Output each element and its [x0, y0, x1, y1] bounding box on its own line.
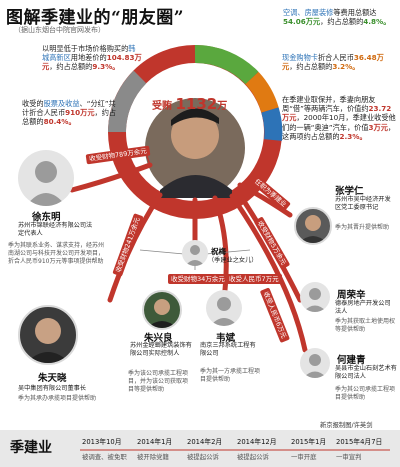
avatar-zhu-mei — [182, 240, 208, 266]
page-title: 图解季建业的“朋友圈” — [6, 8, 185, 28]
timeline-item: 2015年1月 一审开庭 — [291, 438, 327, 461]
note-land: 以明显低于市场价格购买的韩城高新区用地差价的104.83万元，约占总额的9.3%… — [42, 44, 142, 72]
note-car: 在季建业取保并，季妻向朋友周“借”等两辆汽车，价值约23.72万元，2000年1… — [282, 95, 396, 141]
timeline-item: 2015年4月7日 一审宣判 — [336, 438, 383, 461]
donut-ac-segment — [194, 44, 259, 85]
person-name-zhu-xingliang: 朱兴良 — [144, 333, 173, 344]
person-name-zhu-tianxiao: 朱天晓 — [38, 373, 67, 384]
timeline-item: 2014年2月 被提起公诉 — [187, 438, 223, 461]
avatar-zhang — [294, 207, 332, 245]
timeline-item: 2014年1月 被开除党籍 — [137, 438, 173, 461]
arrow-label-wei: 收受人民币7万元 — [226, 274, 282, 284]
person-name-zhang: 张学仁 — [335, 186, 364, 197]
person-role-xu: 苏州市锦联经济有限公司法定代表人 — [18, 222, 93, 237]
donut-land-segment — [108, 70, 147, 133]
avatar-zhou — [300, 282, 330, 312]
person-name-zhou: 周荣辛 — [337, 290, 366, 301]
timeline-item: 2014年12月 被提起公诉 — [237, 438, 277, 461]
timeline-name: 季建业 — [10, 440, 52, 456]
arrow-label-zhu-mei: 收受财物34万余元 — [168, 274, 228, 284]
avatar-wei — [206, 290, 242, 326]
avatar-zhu-xingliang — [142, 290, 182, 330]
person-desc-he: 季为其公司承揽工程项目提供帮助 — [335, 386, 396, 402]
person-role-he: 吴县市金山石刻艺术有限公司法人 — [335, 365, 397, 380]
note-cash: 现金购物卡折合人民币36.48万元，约占总额的3.2%。 — [282, 53, 384, 72]
person-role-zhang: 苏州市吴中经济开发区党工委原书记 — [335, 196, 391, 211]
person-desc-xu: 季为其联系业务、谋求支持，经苏州南湖公司与科技开发公司开发项目，折合人民币910… — [8, 242, 105, 266]
arrow-zhang — [237, 182, 293, 218]
person-role-zhu-mei: （季建业之女儿） — [208, 257, 258, 264]
person-name-wei: 韦斌 — [216, 333, 236, 344]
donut-car-segment — [261, 107, 283, 141]
person-role-zhu-tianxiao: 吴中集团有限公司董事长 — [18, 385, 87, 392]
relationship-diagram — [69, 44, 308, 353]
person-desc-zhou: 季为其获取土地使用权等提供帮助 — [335, 318, 396, 334]
center-bribe-total: 受贿 1132万 — [152, 95, 228, 113]
person-role-zhu-xingliang: 苏州金螳螂建筑装饰有限公司实际控制人 — [130, 342, 192, 357]
person-name-zhu-mei: 祝梅 — [211, 247, 226, 256]
person-name-he: 何建青 — [337, 355, 366, 366]
arrow-xu — [69, 162, 153, 193]
arrow-zhu-xl — [107, 192, 163, 303]
timeline-axis — [80, 449, 390, 451]
person-name-xu: 徐东明 — [32, 212, 61, 223]
note-gift: 收受的股票及收益、“分红”共计折合人民币910万元，约占总额的80.4%。 — [22, 99, 117, 127]
credit-line: 新京报制图/许英剑 — [320, 422, 373, 429]
avatar-zhu-tianxiao — [18, 305, 78, 365]
note-ac: 空调、房屋装修等费用总额达54.06万元，约占总额的4.8%。 — [283, 8, 391, 27]
person-desc-zhang: 季为其晋升提供帮助 — [335, 224, 390, 231]
person-desc-zhu-xingliang: 季为该公司承揽工程项目，并为该公司获取项目等提供帮助 — [128, 370, 189, 394]
person-role-zhou: 德泰房地产开发公司法人 — [335, 300, 391, 315]
timeline-band — [0, 430, 400, 467]
person-desc-wei: 季为其一方承揽工程项目提供帮助 — [200, 368, 261, 384]
timeline-item: 2013年10月 被调查、被免职 — [82, 438, 127, 461]
person-desc-zhu-tianxiao: 季为其承办承揽项目提供帮助 — [18, 395, 97, 402]
avatar-he — [300, 348, 330, 378]
page-subtitle: （据山东烟台中院官网发布） — [14, 26, 105, 34]
avatar-xu — [18, 150, 74, 206]
person-role-wei: 南京三邦系统工程有限公司 — [200, 342, 256, 357]
donut-cash-segment — [245, 71, 279, 113]
